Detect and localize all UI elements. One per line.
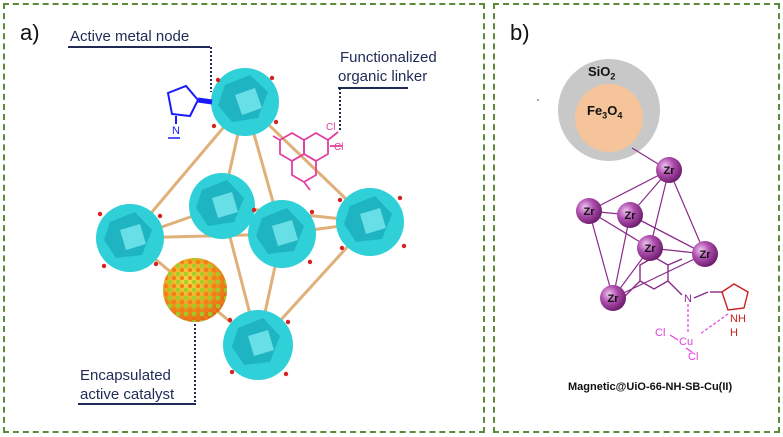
cl-label-left: Cl	[655, 327, 665, 339]
zr-atom-mid	[617, 202, 643, 228]
sio2-label: SiO2	[588, 64, 616, 82]
encapsulated-catalyst-ball	[163, 258, 227, 322]
zr-label-top: Zr	[664, 165, 676, 177]
zr-label-bottom: Zr	[608, 293, 620, 305]
metal-cluster-right	[336, 188, 404, 256]
zr-label-center: Zr	[645, 243, 657, 255]
zr-atom-bottom	[600, 285, 626, 311]
callout-lines-a	[68, 46, 408, 405]
zr-atom-top	[656, 157, 682, 183]
metal-cluster-center-front	[248, 200, 316, 268]
oxygen-atoms	[97, 75, 407, 377]
zr-label-right: Zr	[700, 249, 712, 261]
organic-linker-structure	[272, 131, 342, 191]
metal-cluster-bottom	[223, 310, 293, 380]
fe3o4-label: Fe3O4	[587, 103, 623, 121]
cl-label-bottom: Cl	[688, 351, 698, 363]
zr-atom-right	[692, 241, 718, 267]
pyrrole-ring	[721, 283, 749, 311]
callout-catalyst-line1: Encapsulated	[80, 367, 171, 384]
panel-b-caption: Magnetic@UiO-66-NH-SB-Cu(II)	[568, 381, 733, 393]
panel-a-label: a)	[20, 20, 40, 45]
core-shell-particle	[537, 59, 660, 161]
callout-active-metal-node: Active metal node	[70, 28, 190, 45]
zr-atom-center	[637, 235, 663, 261]
cu-label: Cu	[679, 336, 693, 348]
linker-cl-label-2: Cl	[334, 142, 343, 153]
callout-linker-line2: organic linker	[338, 68, 428, 85]
pyrrole-nh-label: NH	[730, 313, 746, 325]
panel-b-frame	[493, 3, 780, 433]
zr-cluster-edges	[588, 169, 706, 299]
metal-node-structure	[166, 84, 213, 124]
metal-cluster-top	[211, 68, 279, 136]
callout-catalyst-line2: active catalyst	[80, 386, 175, 403]
cu-cl-bonds	[669, 334, 693, 353]
metal-cluster-left	[96, 204, 164, 272]
panel-b-label: b)	[510, 20, 530, 45]
callout-linker-line1: Functionalized	[340, 49, 437, 66]
schiff-base-structure	[624, 256, 722, 299]
metal-cluster-center-back	[189, 173, 255, 239]
cu-coordination-bonds	[687, 304, 729, 335]
imine-n-label: N	[684, 293, 692, 305]
panel-a-frame	[3, 3, 485, 433]
zr-atom-left	[576, 198, 602, 224]
linker-cl-label-1: Cl	[326, 122, 335, 133]
pyrrole-h-label: H	[730, 327, 738, 339]
metal-node-n-label: N	[172, 125, 180, 137]
zr-label-mid: Zr	[625, 210, 637, 222]
zr-label-left: Zr	[584, 206, 596, 218]
